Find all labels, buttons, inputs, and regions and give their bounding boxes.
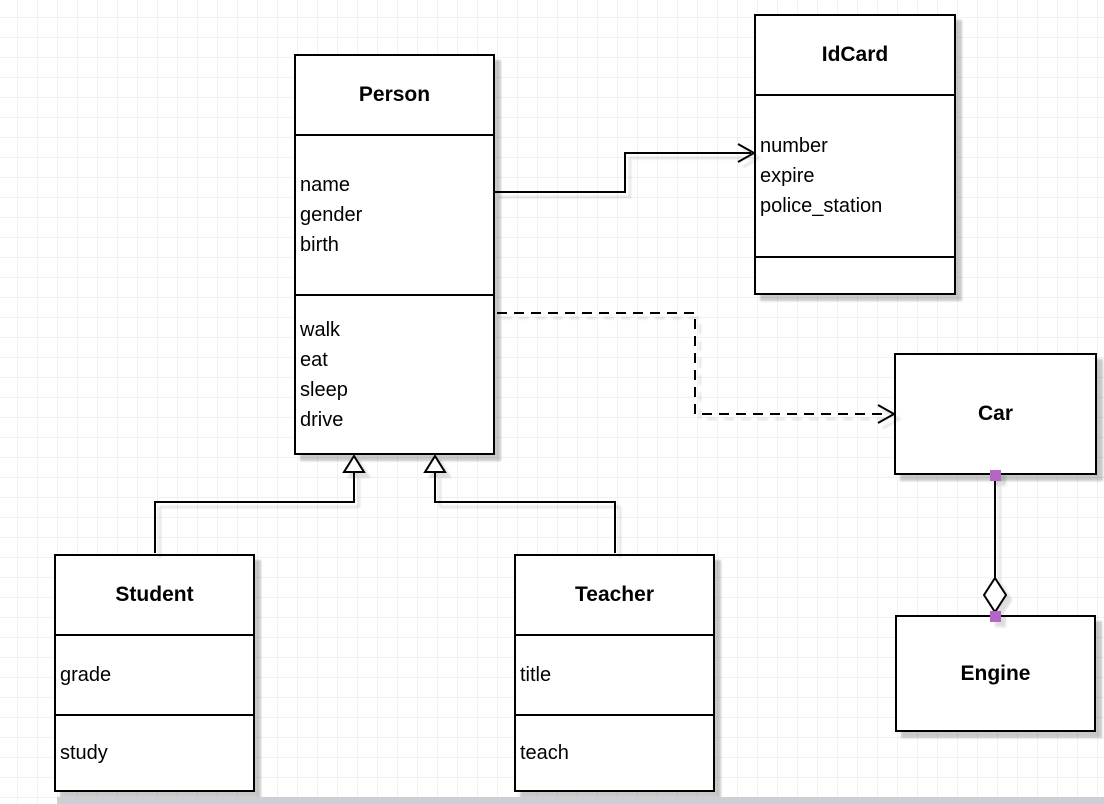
canvas-bottom-edge-bar	[57, 797, 1104, 804]
class-student-methods-section: study	[56, 714, 253, 790]
method: study	[60, 742, 108, 764]
aggregation-car-engine[interactable]	[982, 470, 1008, 622]
open-arrow-icon	[877, 404, 897, 424]
class-student[interactable]: Student grade study	[54, 554, 255, 792]
hollow-triangle-icon	[423, 454, 447, 473]
class-idcard-attributes-section: number expire police_station	[756, 94, 954, 256]
class-person[interactable]: Person name gender birth walk eat sleep …	[294, 54, 495, 455]
attribute: name	[300, 174, 351, 196]
attribute: police_station	[760, 195, 883, 217]
dependency-line[interactable]	[497, 312, 886, 415]
method: walk	[300, 318, 341, 341]
generalization-line[interactable]	[154, 472, 355, 553]
method: teach	[520, 742, 569, 764]
class-car-title: Car	[977, 402, 1014, 425]
attribute: gender	[300, 204, 363, 226]
class-student-title: Student	[115, 583, 194, 606]
method: sleep	[300, 378, 348, 401]
class-person-methods-section: walk eat sleep drive	[296, 294, 493, 453]
class-idcard-title: IdCard	[821, 43, 889, 66]
open-arrow-icon	[737, 143, 757, 163]
class-teacher[interactable]: Teacher title teach	[514, 554, 715, 792]
generalization-teacher-person[interactable]	[423, 454, 616, 553]
class-teacher-attributes-section: title	[516, 634, 713, 714]
hollow-diamond-icon	[982, 576, 1008, 614]
association-line[interactable]	[495, 152, 751, 193]
method: eat	[300, 348, 328, 371]
class-idcard[interactable]: IdCard number expire police_station	[754, 14, 956, 295]
attribute: number	[760, 135, 828, 157]
hollow-triangle-icon	[342, 454, 366, 473]
class-engine[interactable]: Engine	[895, 615, 1096, 732]
class-engine-title: Engine	[960, 661, 1031, 685]
class-teacher-title: Teacher	[575, 583, 654, 606]
class-car[interactable]: Car	[894, 353, 1097, 475]
dependency-person-car[interactable]	[497, 312, 897, 424]
generalization-line[interactable]	[434, 472, 616, 553]
generalization-student-person[interactable]	[154, 454, 366, 553]
class-person-title: Person	[358, 83, 431, 106]
method: drive	[300, 408, 344, 431]
association-person-idcard[interactable]	[495, 143, 757, 193]
attribute: title	[520, 664, 552, 686]
class-idcard-methods-section	[756, 256, 954, 293]
attribute: grade	[60, 664, 112, 686]
attribute: expire	[760, 165, 815, 187]
class-student-attributes-section: grade	[56, 634, 253, 714]
attribute: birth	[300, 234, 339, 256]
class-teacher-methods-section: teach	[516, 714, 713, 790]
class-person-attributes-section: name gender birth	[296, 134, 493, 294]
